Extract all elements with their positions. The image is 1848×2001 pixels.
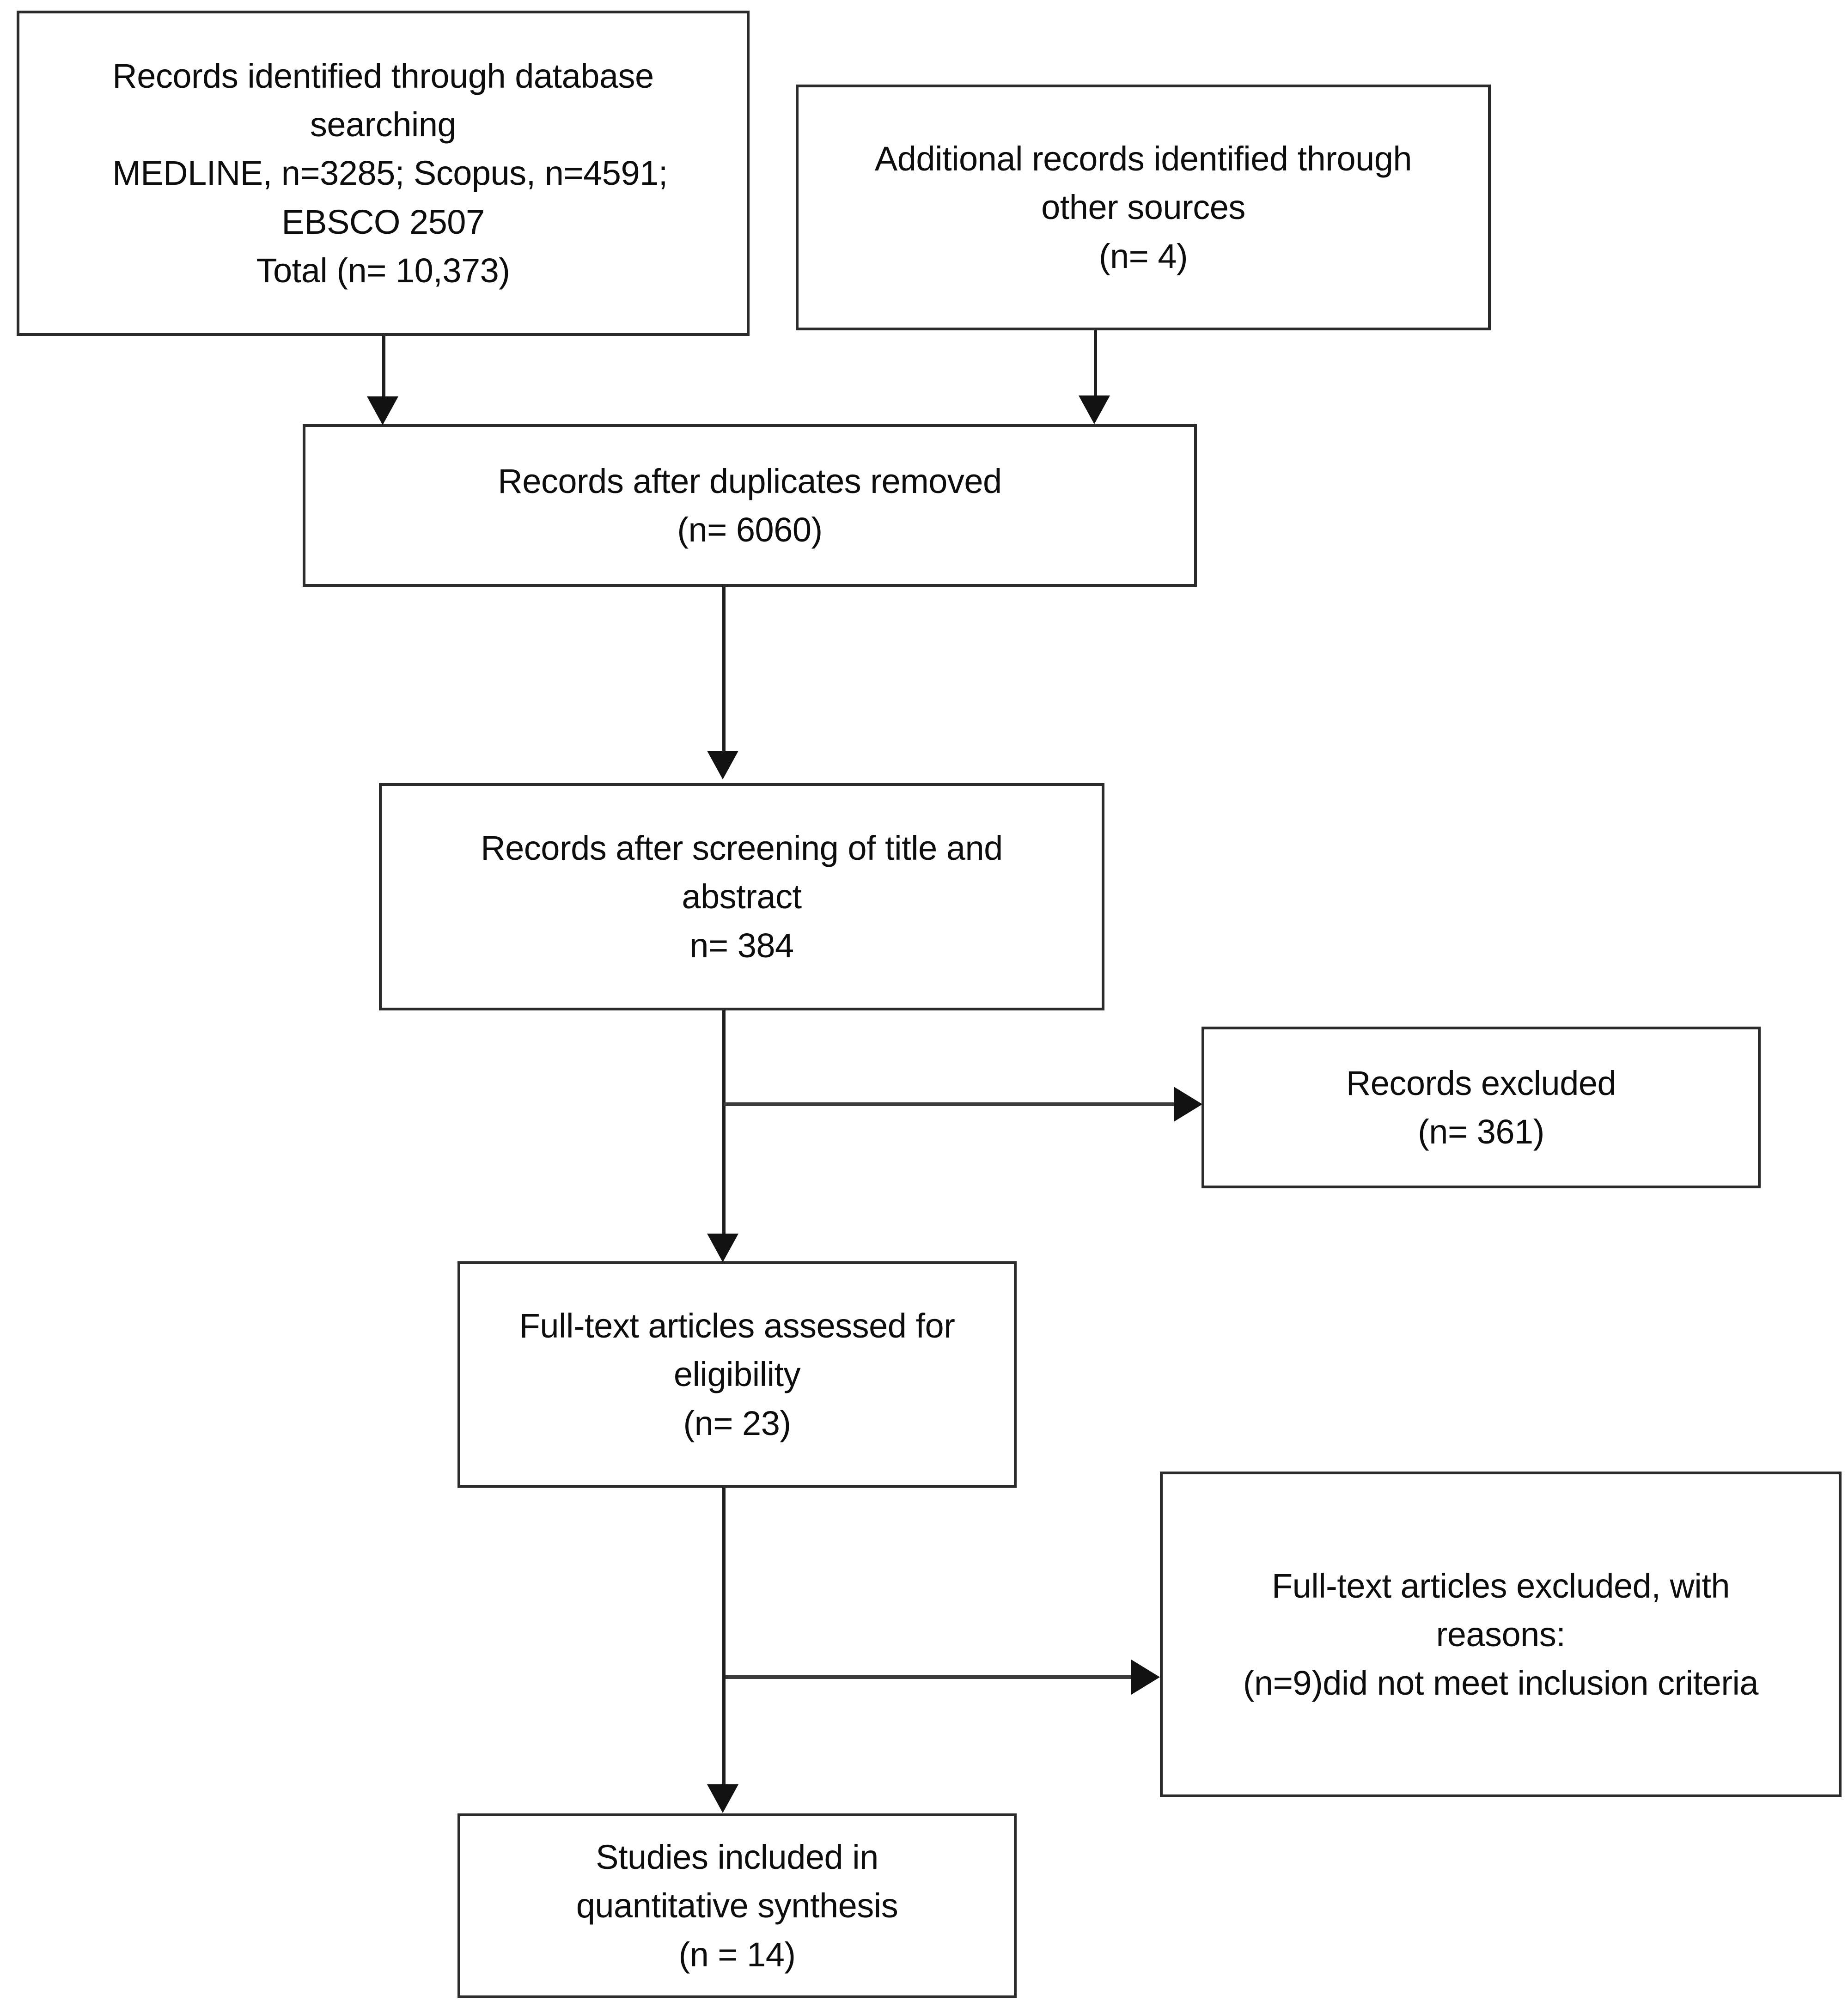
- node-fulltext-excluded-line-1: Full-text articles excluded, with: [1271, 1566, 1730, 1605]
- arrowhead-right-icon-screening-to-records-excluded: [1174, 1087, 1202, 1122]
- node-database-search-line-3: MEDLINE, n=3285; Scopus, n=4591;: [112, 154, 668, 193]
- node-fulltext-excluded-line-3: (n=9)did not meet inclusion criteria: [1243, 1664, 1759, 1703]
- node-screening: Records after screening of title and abs…: [379, 783, 1104, 1010]
- node-screening-line-2: abstract: [682, 877, 802, 916]
- connector-fulltext-to-included: [722, 1488, 726, 1788]
- node-studies-included-line-2: quantitative synthesis: [576, 1886, 898, 1925]
- arrowhead-down-icon-fulltext-to-included: [707, 1784, 738, 1813]
- node-screening-line-1: Records after screening of title and: [481, 829, 1003, 868]
- node-fulltext-assessed-line-2: eligibility: [673, 1355, 801, 1394]
- node-database-search: Records identified through database sear…: [17, 11, 750, 336]
- connector-screening-to-records-excluded: [724, 1102, 1186, 1106]
- node-other-sources-line-3: (n= 4): [1098, 237, 1188, 275]
- node-fulltext-assessed-line-1: Full-text articles assessed for: [519, 1307, 955, 1345]
- node-records-excluded: Records excluded (n= 361): [1202, 1027, 1761, 1188]
- node-fulltext-assessed-line-3: (n= 23): [683, 1404, 791, 1442]
- node-fulltext-excluded-line-2: reasons:: [1436, 1615, 1566, 1654]
- node-other-sources-line-2: other sources: [1041, 188, 1245, 227]
- connector-screening-to-fulltext: [722, 1010, 726, 1237]
- arrowhead-down-icon-other-to-duplicates: [1079, 395, 1110, 424]
- node-other-sources: Additional records identified through ot…: [796, 85, 1491, 330]
- node-database-search-line-1: Records identified through database: [112, 57, 654, 96]
- connector-duplicates-to-screening: [722, 587, 726, 753]
- connector-fulltext-to-fulltext-excluded: [726, 1675, 1144, 1679]
- node-database-search-line-2: searching: [310, 105, 457, 144]
- node-screening-line-3: n= 384: [689, 926, 794, 965]
- node-database-search-line-5: Total (n= 10,373): [256, 251, 510, 290]
- node-fulltext-excluded: Full-text articles excluded, with reason…: [1160, 1472, 1842, 1797]
- arrowhead-down-icon-duplicates-to-screening: [707, 751, 738, 779]
- node-studies-included-line-1: Studies included in: [596, 1838, 878, 1877]
- node-other-sources-line-1: Additional records identified through: [874, 140, 1412, 178]
- node-studies-included: Studies included in quantitative synthes…: [457, 1813, 1017, 1998]
- node-database-search-line-4: EBSCO 2507: [281, 202, 485, 241]
- node-fulltext-assessed: Full-text articles assessed for eligibil…: [457, 1261, 1017, 1488]
- node-duplicates-removed: Records after duplicates removed (n= 606…: [303, 424, 1197, 587]
- node-records-excluded-line-1: Records excluded: [1346, 1064, 1616, 1102]
- arrowhead-down-icon-database-to-duplicates: [367, 396, 398, 425]
- arrowhead-right-icon-fulltext-to-fulltext-excluded: [1131, 1660, 1160, 1695]
- node-duplicates-removed-line-2: (n= 6060): [677, 511, 823, 549]
- connector-database-to-duplicates: [382, 336, 385, 401]
- node-studies-included-line-3: (n = 14): [678, 1935, 796, 1974]
- node-records-excluded-line-2: (n= 361): [1418, 1113, 1544, 1151]
- arrowhead-down-icon-screening-to-fulltext: [707, 1234, 738, 1262]
- connector-other-to-duplicates: [1094, 330, 1097, 399]
- node-duplicates-removed-line-1: Records after duplicates removed: [498, 462, 1002, 500]
